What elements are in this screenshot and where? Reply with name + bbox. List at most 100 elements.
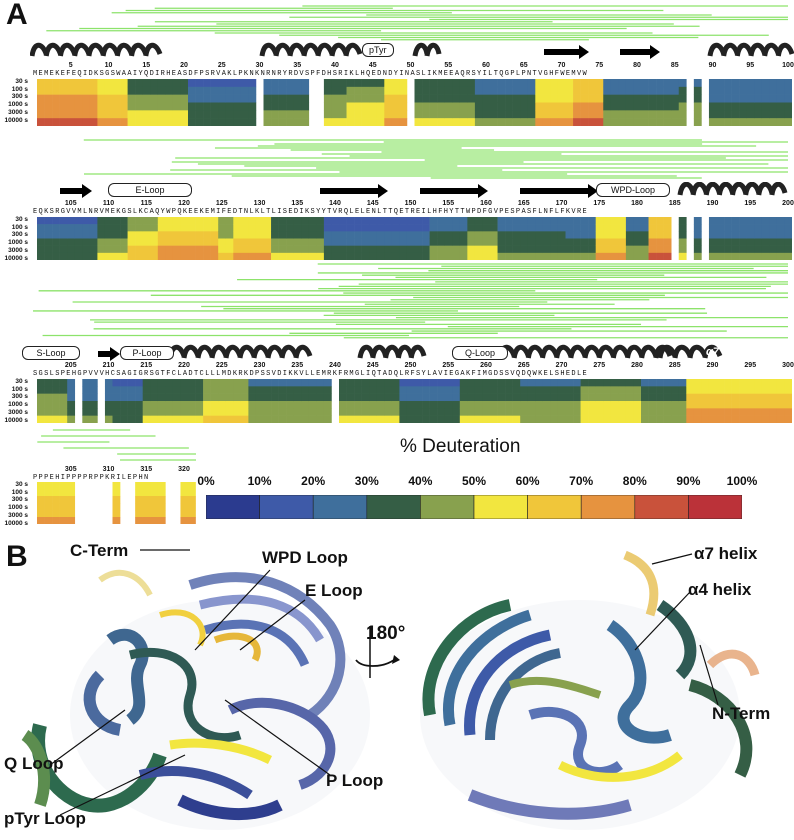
heatmap-cell: [512, 224, 521, 232]
residue-tick: 180: [631, 200, 643, 207]
heatmap-cell: [339, 401, 347, 409]
heatmap-cell: [648, 245, 657, 254]
heatmap-cell: [399, 217, 408, 225]
heatmap-cell: [527, 231, 536, 239]
heatmap-cell: [97, 217, 106, 225]
heatmap-cell: [437, 118, 445, 126]
heatmap-cell: [89, 379, 98, 387]
heatmap-cell: [520, 110, 529, 119]
label-a4-helix: α4 helix: [688, 580, 752, 599]
heatmap-cell: [188, 224, 196, 232]
heatmap-cell: [271, 245, 279, 254]
heatmap-cell: [588, 386, 596, 394]
heatmap-cell: [641, 408, 649, 416]
heatmap-cell: [37, 252, 45, 260]
heatmap-cell: [580, 386, 589, 394]
heatmap-cell: [686, 393, 695, 402]
heatmap-cell: [248, 102, 257, 111]
heatmap-cell: [240, 110, 249, 119]
heatmap-cell: [708, 110, 717, 119]
heatmap-cell: [580, 224, 589, 232]
heatmap-cell: [52, 386, 60, 394]
heatmap-cell: [384, 238, 393, 246]
heatmap-cell: [550, 102, 559, 111]
heatmap-cell: [550, 94, 559, 103]
box-label-q-loop: Q-Loop: [452, 346, 508, 360]
heatmap-cell: [97, 118, 106, 126]
heatmap-cell: [248, 415, 257, 423]
heatmap-cell: [180, 252, 189, 260]
residue-tick: 90: [708, 62, 717, 69]
heatmap-cell: [422, 415, 430, 423]
heatmap-cell: [391, 102, 400, 111]
heatmap-cell: [663, 238, 672, 246]
heatmap-cell: [784, 79, 792, 88]
heatmap-cell: [625, 401, 634, 409]
heatmap-cell: [286, 110, 294, 119]
heatmap-cell: [44, 102, 53, 111]
heatmap-cell: [444, 415, 453, 423]
heatmap-cell: [248, 245, 257, 254]
heatmap-cell: [112, 393, 121, 402]
heatmap-cell: [112, 94, 121, 103]
heatmap-cell: [731, 79, 740, 88]
heatmap-cell: [331, 118, 340, 126]
heatmap-cell: [414, 231, 423, 239]
heatmap-cell: [293, 393, 302, 402]
heatmap-cell: [82, 379, 91, 387]
heatmap-cell: [104, 393, 113, 402]
heatmap-cell: [172, 79, 181, 88]
heatmap-cell: [225, 245, 234, 254]
heatmap-cell: [278, 118, 287, 126]
heatmap-cell: [656, 231, 664, 239]
heatmap-cell: [361, 238, 370, 246]
heatmap-cell: [739, 393, 747, 402]
heatmap-cell: [391, 252, 400, 260]
heatmap-cell: [444, 238, 453, 246]
heatmap-cell: [708, 386, 717, 394]
heatmap-cell: [278, 224, 287, 232]
heatmap-cell: [573, 379, 581, 387]
heatmap-cell: [225, 118, 234, 126]
time-label: 300 s: [11, 93, 28, 101]
residue-tick: 270: [555, 362, 568, 369]
heatmap-cell: [369, 110, 378, 119]
heatmap-cell: [557, 79, 566, 88]
residue-tick: 285: [668, 362, 681, 369]
time-label: 30 s: [15, 78, 28, 85]
heatmap-cell: [233, 238, 242, 246]
heatmap-cell: [708, 379, 717, 387]
heatmap-cell: [225, 110, 234, 119]
heatmap-cell: [218, 238, 227, 246]
heatmap-cell: [739, 231, 747, 239]
heatmap-cell: [746, 86, 755, 95]
heatmap-cell: [761, 110, 770, 119]
heatmap-cell: [135, 510, 143, 518]
heatmap-cell: [769, 118, 778, 126]
heatmap-cell: [459, 102, 468, 111]
box-label-s-loop: S-Loop: [22, 346, 80, 360]
heatmap-cell: [482, 86, 491, 95]
heatmap-cell: [157, 408, 166, 416]
heatmap-cell: [595, 217, 604, 225]
heatmap-cell: [474, 102, 483, 111]
heatmap-cell: [452, 393, 461, 402]
heatmap-cell: [150, 517, 159, 524]
heatmap-cell: [97, 252, 106, 260]
heatmap-cell: [580, 393, 589, 402]
heatmap-cell: [391, 245, 400, 254]
heatmap-cell: [369, 393, 378, 402]
heatmap-cell: [731, 408, 740, 416]
heatmap-cell: [120, 379, 128, 387]
heatmap-cell: [263, 102, 272, 111]
heatmap-cell: [693, 86, 702, 95]
colorbar-swatch: [634, 495, 689, 519]
heatmap-cell: [210, 224, 219, 232]
heatmap-cell: [671, 415, 680, 423]
heatmap-cell: [731, 118, 740, 126]
heatmap-cell: [467, 238, 476, 246]
heatmap-cell: [180, 231, 189, 239]
heatmap-cell: [89, 102, 98, 111]
heatmap-cell: [444, 408, 453, 416]
